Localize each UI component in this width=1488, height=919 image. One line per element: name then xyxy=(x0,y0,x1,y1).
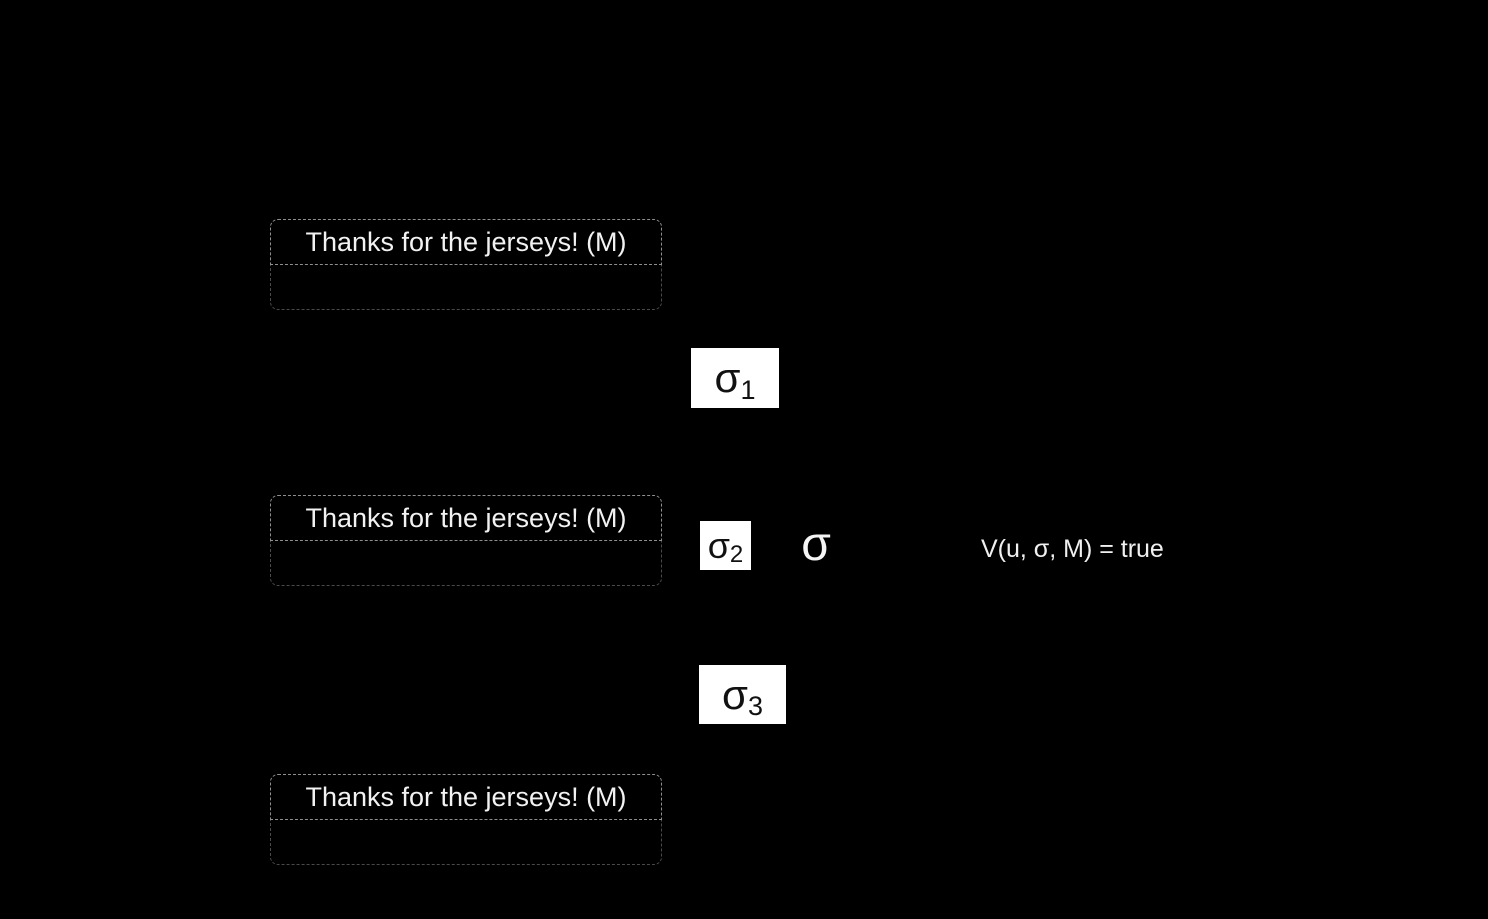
sigma-2-symbol: σ xyxy=(707,524,730,566)
message-body-1 xyxy=(270,265,662,310)
message-title-1: Thanks for the jerseys! (M) xyxy=(270,219,662,265)
message-title-2: Thanks for the jerseys! (M) xyxy=(270,495,662,541)
message-box-2: Thanks for the jerseys! (M) xyxy=(270,495,662,586)
sigma-2-subscript: 2 xyxy=(729,541,744,568)
sigma-3-subscript: 3 xyxy=(747,691,763,721)
message-body-3 xyxy=(270,820,662,865)
sigma-1-symbol: σ xyxy=(714,354,741,401)
sigma-1-subscript: 1 xyxy=(740,375,756,405)
verification-equation: V(u, σ, M) = true xyxy=(981,535,1164,563)
message-title-3: Thanks for the jerseys! (M) xyxy=(270,774,662,820)
message-box-3: Thanks for the jerseys! (M) xyxy=(270,774,662,865)
message-box-1: Thanks for the jerseys! (M) xyxy=(270,219,662,310)
aggregate-sigma-label: σ xyxy=(801,517,831,571)
sigma-3-symbol: σ xyxy=(722,670,748,718)
message-body-2 xyxy=(270,541,662,586)
